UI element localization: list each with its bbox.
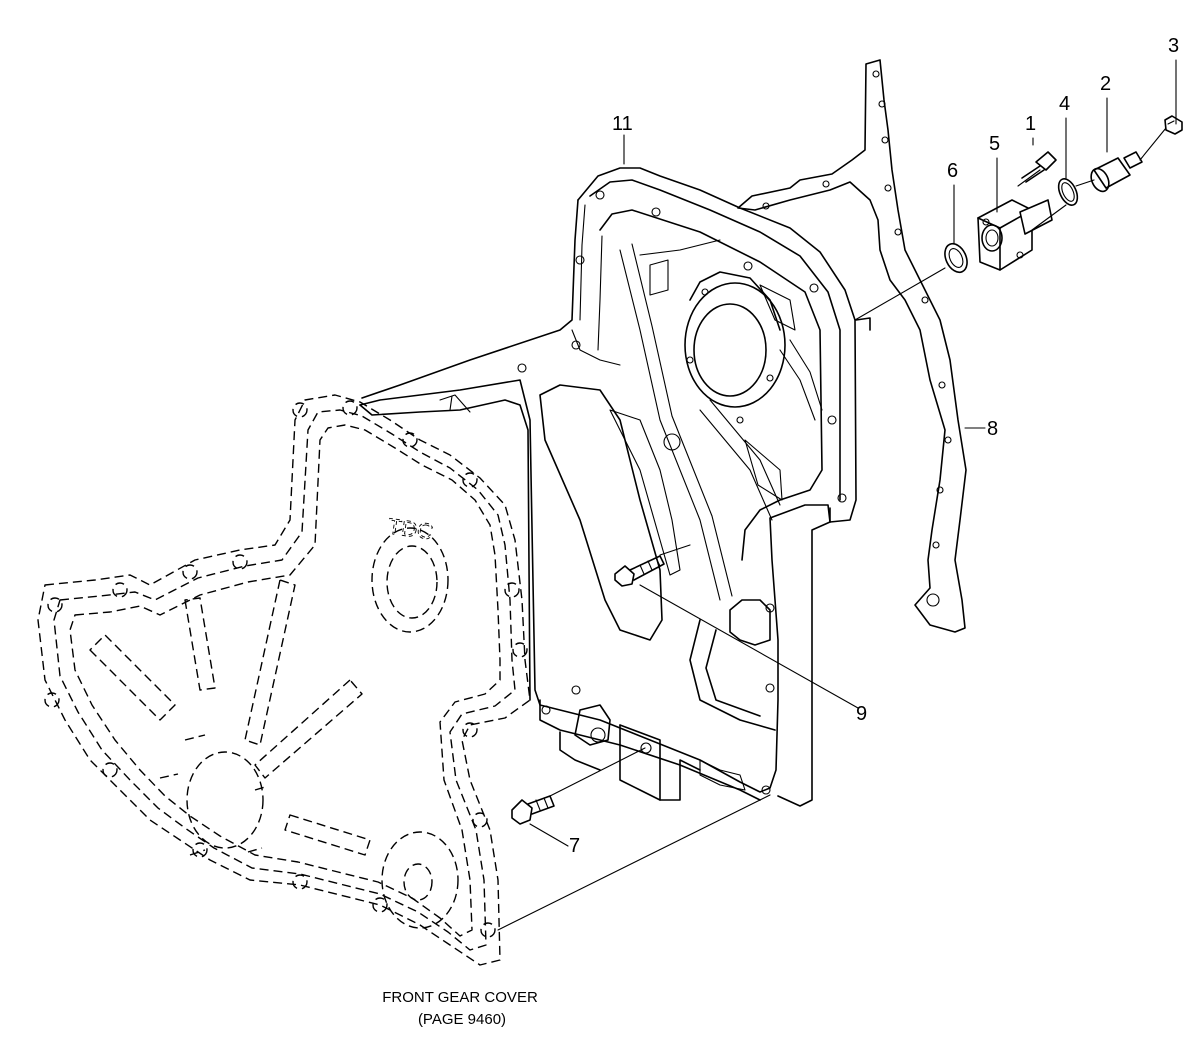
capscrew-part-7 <box>511 795 555 825</box>
gear-housing-part-11 <box>359 167 871 807</box>
gasket-part-8 <box>737 59 967 633</box>
capscrew-part-1 <box>1021 151 1057 183</box>
callout-9: 9 <box>856 703 867 725</box>
callout-5: 5 <box>989 133 1000 155</box>
sensor-housing-part-5 <box>977 199 1053 271</box>
tdc-marking: TDC <box>386 513 434 544</box>
leader-lines <box>497 59 1177 931</box>
capscrew-part-9 <box>614 555 665 587</box>
callout-2: 2 <box>1100 73 1111 95</box>
callout-1: 1 <box>1025 113 1036 135</box>
caption-line-2: (PAGE 9460) <box>418 1011 506 1028</box>
callout-3: 3 <box>1168 35 1179 57</box>
callout-4: 4 <box>1059 93 1070 115</box>
callout-6: 6 <box>947 160 958 182</box>
callout-11: 11 <box>612 113 633 135</box>
o-ring-part-4 <box>1057 178 1079 206</box>
speed-sensor-part-2 <box>1090 151 1143 193</box>
callout-7: 7 <box>569 835 580 857</box>
caption-line-1: FRONT GEAR COVER <box>382 989 538 1006</box>
front-gear-cover-outline: TDC <box>37 394 531 966</box>
callout-8: 8 <box>987 418 998 440</box>
connector-part-3 <box>1164 115 1183 135</box>
seal-ring-part-6 <box>944 242 968 274</box>
